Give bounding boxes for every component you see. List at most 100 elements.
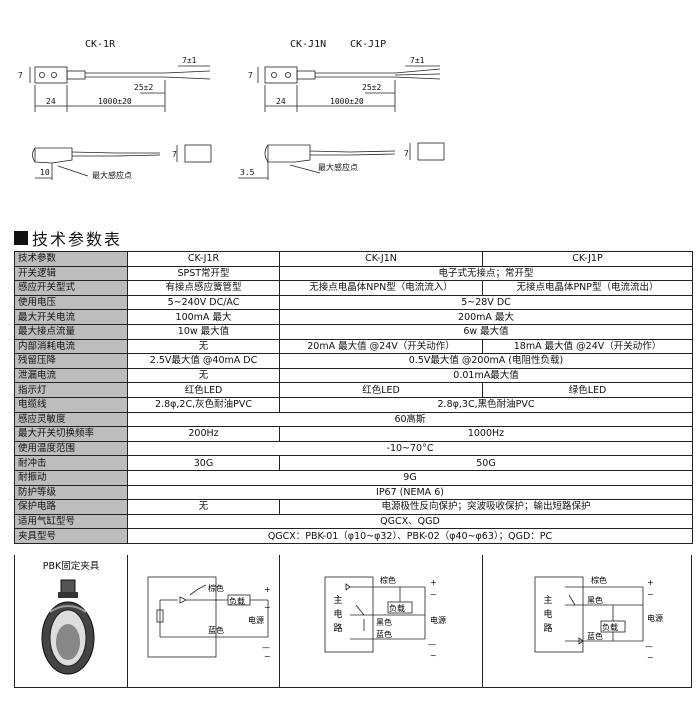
dim-24-b: 24 bbox=[276, 97, 286, 106]
row-label: 使用温度范围 bbox=[14, 440, 128, 457]
reed-tilde-b: ~ bbox=[264, 652, 271, 661]
npn-load-label: 负载 bbox=[389, 603, 405, 613]
cell: 2.5V最大值 @40mA DC bbox=[127, 353, 280, 369]
table-row: 开关逻辑 SPST常开型 电子式无接点；常开型 bbox=[14, 265, 693, 282]
npn-circuit-cell: 主 电 路 棕色 负载 黑色 蓝色 电源 + ~ — ~ bbox=[280, 555, 483, 688]
reed-power-label: 电源 bbox=[248, 615, 264, 625]
cell: 无 bbox=[127, 367, 280, 384]
pnp-main-circuit-1: 主 bbox=[543, 594, 552, 606]
max-sense-point-a: 最大感应点 bbox=[92, 170, 132, 180]
cell: 60高斯 bbox=[127, 411, 693, 428]
row-label: 电缆线 bbox=[14, 396, 128, 413]
table-row: 指示灯 红色LED 红色LED 绿色LED bbox=[14, 382, 693, 398]
table-row: 电缆线 2.8φ,2C,灰色耐油PVC 2.8φ,3C,黑色耐油PVC bbox=[14, 396, 693, 413]
pnp-tilde-b: ~ bbox=[647, 653, 654, 662]
dim-7pm1-b: 7±1 bbox=[410, 56, 425, 65]
table-row: 适用气缸型号 QGCX、QGD bbox=[14, 513, 693, 530]
table-row: 夹具型号 QGCX：PBK-01（φ10~φ32）、PBK-02（φ40~φ63… bbox=[14, 528, 693, 544]
table-row: 泄漏电流 无 0.01mA最大值 bbox=[14, 367, 693, 384]
dim-10: 10 bbox=[40, 168, 50, 177]
spec-table: 技术参数 CK-J1R CK-J1N CK-J1P 开关逻辑 SPST常开型 电… bbox=[14, 251, 693, 544]
cell: SPST常开型 bbox=[127, 265, 280, 282]
row-label: 保护电路 bbox=[14, 499, 128, 515]
row-label: 内部消耗电流 bbox=[14, 338, 128, 355]
npn-brown-label: 棕色 bbox=[380, 575, 396, 585]
pnp-tilde-a: ~ bbox=[647, 590, 654, 599]
row-label: 指示灯 bbox=[14, 382, 128, 398]
table-header-row: 技术参数 CK-J1R CK-J1N CK-J1P bbox=[14, 251, 693, 267]
row-label: 最大开关电流 bbox=[14, 309, 128, 325]
table-row: 最大开关电流 100mA 最大 200mA 最大 bbox=[14, 309, 693, 325]
row-label: 开关逻辑 bbox=[14, 265, 128, 282]
npn-main-circuit-1: 主 bbox=[333, 594, 342, 606]
section-title: 技术参数表 bbox=[14, 228, 123, 249]
cell: 0.01mA最大值 bbox=[279, 367, 693, 384]
npn-tilde-a: ~ bbox=[430, 590, 437, 599]
reed-plus: + bbox=[264, 585, 271, 594]
table-row: 感应灵敏度 60高斯 bbox=[14, 411, 693, 428]
dim-7-b: 7 bbox=[172, 150, 177, 159]
reed-blue-label: 蓝色 bbox=[208, 625, 224, 635]
row-label: 残留压降 bbox=[14, 353, 128, 369]
npn-black-label: 黑色 bbox=[376, 617, 392, 627]
table-row: 防护等级 IP67 (NEMA 6) bbox=[14, 484, 693, 501]
cell: 电源极性反向保护；突波吸收保护；输出短路保护 bbox=[279, 499, 693, 515]
row-label: 感应灵敏度 bbox=[14, 411, 128, 428]
cell: 18mA 最大值 @24V（开关动作） bbox=[482, 338, 693, 355]
row-label: 最大开关切换频率 bbox=[14, 426, 128, 442]
cell: 绿色LED bbox=[482, 382, 693, 398]
reed-load-label: 负载 bbox=[229, 596, 245, 606]
pnp-main-circuit-3: 路 bbox=[543, 622, 552, 634]
pnp-black-label: 黑色 bbox=[587, 595, 603, 605]
ck1r-title: CK-1R bbox=[85, 39, 116, 50]
row-label: 夹具型号 bbox=[14, 528, 128, 544]
pnp-minus: — bbox=[645, 642, 653, 651]
table-row: 内部消耗电流 无 20mA 最大值 @24V（开关动作） 18mA 最大值 @2… bbox=[14, 338, 693, 355]
cell: 200mA 最大 bbox=[279, 309, 693, 325]
cell: 5~240V DC/AC bbox=[127, 294, 280, 311]
header-param: 技术参数 bbox=[14, 251, 128, 267]
section-title-text: 技术参数表 bbox=[32, 230, 123, 249]
row-label: 使用电压 bbox=[14, 294, 128, 311]
cell: 50G bbox=[279, 455, 693, 471]
ckj1n-title: CK-J1N bbox=[290, 39, 326, 50]
dim-7pm1-a: 7±1 bbox=[182, 56, 197, 65]
cell: 无接点电晶体PNP型（电流流出） bbox=[482, 280, 693, 296]
row-label: 适用气缸型号 bbox=[14, 513, 128, 530]
table-row: 残留压降 2.5V最大值 @40mA DC 0.5V最大值 @200mA (电阻… bbox=[14, 353, 693, 369]
cell: 9G bbox=[127, 469, 693, 486]
row-label: 感应开关型式 bbox=[14, 280, 128, 296]
reed-tilde-a: ~ bbox=[264, 603, 271, 612]
pnp-plus: + bbox=[647, 578, 654, 587]
max-sense-point-b: 最大感应点 bbox=[318, 162, 358, 172]
reed-circuit-diagram: 棕色 负载 蓝色 电源 + — ~ ~ bbox=[147, 576, 271, 661]
row-label: 最大接点流量 bbox=[14, 323, 128, 340]
cell: 无接点电晶体NPN型（电流流入） bbox=[279, 280, 483, 296]
dimension-drawings: CK-1R CK-J1N CK-J1P 7 7±1 25±2 24 1000±2… bbox=[18, 39, 445, 180]
pnp-load-label: 负载 bbox=[602, 622, 618, 632]
dim-7-a: 7 bbox=[18, 71, 23, 80]
dim-7-c: 7 bbox=[248, 71, 253, 80]
row-label: 耐振动 bbox=[14, 469, 128, 486]
cell: 无 bbox=[127, 338, 280, 355]
dim-1000-b: 1000±20 bbox=[330, 97, 364, 106]
npn-blue-label: 蓝色 bbox=[376, 629, 392, 639]
cell: 红色LED bbox=[279, 382, 483, 398]
table-row: 耐振动 9G bbox=[14, 469, 693, 486]
cell: 2.8φ,3C,黑色耐油PVC bbox=[279, 396, 693, 413]
cell: 20mA 最大值 @24V（开关动作） bbox=[279, 338, 483, 355]
dim-25pm2-a: 25±2 bbox=[134, 83, 153, 92]
dim-25pm2-b: 25±2 bbox=[362, 83, 381, 92]
ckj1n-sensor-body bbox=[264, 66, 298, 84]
table-row: 最大接点流量 10w 最大值 6w 最大值 bbox=[14, 323, 693, 340]
header-ckj1n: CK-J1N bbox=[279, 251, 483, 267]
reed-circuit-cell: 棕色 负载 蓝色 电源 + — ~ ~ bbox=[128, 555, 280, 688]
table-row: 保护电路 无 电源极性反向保护；突波吸收保护；输出短路保护 bbox=[14, 499, 693, 515]
cell: -10~70°C bbox=[127, 440, 693, 457]
pnp-brown-label: 棕色 bbox=[591, 575, 607, 585]
fixture-title: PBK固定夹具 bbox=[42, 561, 100, 572]
table-row: 使用温度范围 -10~70°C bbox=[14, 440, 693, 457]
row-label: 泄漏电流 bbox=[14, 367, 128, 384]
header-ckj1r: CK-J1R bbox=[127, 251, 280, 267]
table-row: 耐冲击 30G 50G bbox=[14, 455, 693, 471]
